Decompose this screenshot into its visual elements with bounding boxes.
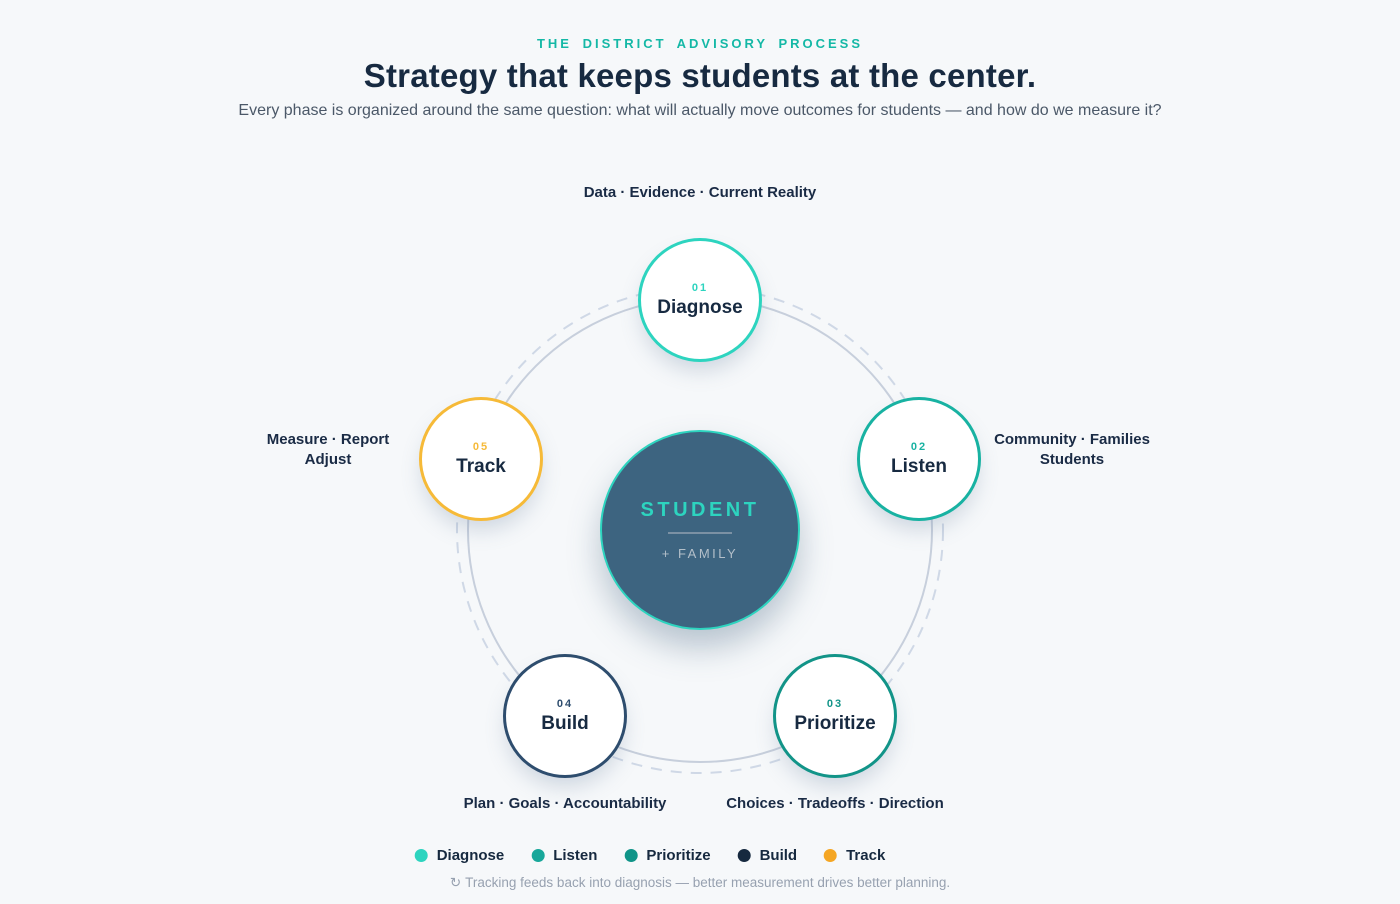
legend-label-track: Track [846, 847, 886, 864]
cycle-icon: ↻ [449, 875, 462, 890]
track-caption-line1: Measure · Report [266, 431, 390, 448]
listen-caption-line1: Community · Families [994, 431, 1150, 448]
build-dot-icon [737, 849, 751, 862]
prioritize-dot-icon [624, 849, 638, 862]
track-dot-icon [824, 849, 838, 862]
track-caption: Measure · Report Adjust [216, 430, 440, 470]
eyebrow-label: THE DISTRICT ADVISORY PROCESS [536, 36, 864, 51]
center-primary-label: STUDENT [640, 499, 760, 521]
node-track: 05 Track [419, 397, 543, 521]
legend-item-track: Track [824, 847, 885, 864]
node-build: 04 Build [503, 654, 627, 778]
center-secondary-label: + FAMILY [661, 546, 739, 561]
legend-item-diagnose: Diagnose [414, 847, 505, 864]
listen-dot-icon [531, 849, 545, 862]
legend: Diagnose Listen Prioritize Build Track [414, 847, 885, 864]
track-caption-line2: Adjust [304, 451, 352, 468]
node-listen-name: Listen [891, 455, 947, 477]
legend-label-prioritize: Prioritize [646, 847, 711, 864]
legend-label-diagnose: Diagnose [436, 847, 505, 864]
footnote-text: Tracking feeds back into diagnosis — bet… [465, 875, 951, 890]
node-prioritize-number: 03 [826, 697, 844, 710]
node-track-name: Track [456, 455, 506, 477]
legend-label-listen: Listen [553, 847, 598, 864]
prioritize-caption: Choices · Tradeoffs · Direction [726, 795, 944, 812]
node-listen-number: 02 [910, 440, 928, 453]
node-build-name: Build [541, 712, 589, 734]
center-student-circle: STUDENT + FAMILY [600, 430, 800, 630]
build-caption: Plan · Goals · Accountability [463, 795, 667, 812]
node-prioritize-name: Prioritize [794, 712, 876, 734]
node-prioritize: 03 Prioritize [773, 654, 897, 778]
node-diagnose-name: Diagnose [657, 296, 743, 318]
node-track-number: 05 [472, 440, 490, 453]
diagnose-caption: Data · Evidence · Current Reality [583, 184, 817, 201]
legend-item-prioritize: Prioritize [624, 847, 711, 864]
node-listen: 02 Listen [857, 397, 981, 521]
node-diagnose-number: 01 [691, 281, 709, 294]
footnote: ↻Tracking feeds back into diagnosis — be… [0, 875, 1400, 891]
center-divider [668, 532, 732, 534]
listen-caption-line2: Students [1039, 451, 1105, 468]
node-build-number: 04 [556, 697, 574, 710]
page-title: Strategy that keeps students at the cent… [363, 57, 1037, 94]
legend-label-build: Build [759, 847, 798, 864]
legend-item-listen: Listen [531, 847, 597, 864]
legend-item-build: Build [737, 847, 798, 864]
listen-caption: Community · Families Students [960, 430, 1184, 470]
diagnose-dot-icon [414, 849, 428, 862]
page-subtitle: Every phase is organized around the same… [238, 102, 1162, 119]
node-diagnose: 01 Diagnose [638, 238, 762, 362]
